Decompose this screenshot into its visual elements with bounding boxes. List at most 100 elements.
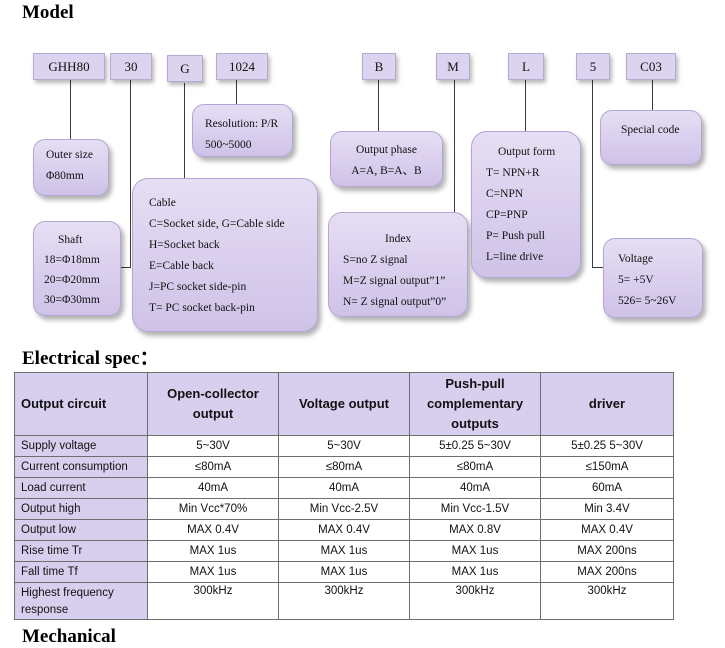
connector-index [454,80,455,212]
connector-resolution [236,80,237,105]
index-option-n: N= Z signal output”0” [343,296,447,308]
table-cell: 300kHz [409,582,541,620]
cable-option-h: H=Socket back [149,239,220,251]
header-voltage-output: Voltage output [278,372,410,436]
table-row: Output low MAX 0.4V MAX 0.4V MAX 0.8V MA… [14,519,674,541]
row-label: Load current [14,477,148,499]
row-label: Output low [14,519,148,541]
resolution-bubble: Resolution: P/R 500~5000 [192,104,293,157]
table-cell: 5±0.25 5~30V [409,435,541,457]
table-cell: MAX 1us [278,540,410,562]
table-cell: 300kHz [540,582,674,620]
code-special: C03 [626,53,676,80]
table-header-row: Output circuit Open-collector output Vol… [14,372,674,436]
code-resolution: 1024 [216,53,268,80]
table-cell: 300kHz [278,582,410,620]
table-cell: MAX 1us [278,561,410,583]
table-cell: 40mA [147,477,279,499]
table-cell: 40mA [409,477,541,499]
table-row: Load current 40mA 40mA 40mA 60mA [14,477,674,499]
resolution-range: 500~5000 [205,139,252,151]
table-cell: 40mA [278,477,410,499]
output-form-option-cp: CP=PNP [486,209,528,221]
output-form-option-l: L=line drive [486,251,544,263]
model-heading: Model [22,2,74,23]
connector-voltage-v [592,80,593,268]
table-row: Supply voltage 5~30V 5~30V 5±0.25 5~30V … [14,435,674,457]
row-label: Fall time Tf [14,561,148,583]
output-form-bubble: Output form T= NPN+R C=NPN CP=PNP P= Pus… [471,131,581,278]
connector-output-form [525,80,526,132]
electrical-spec-heading: Electrical spec： [22,348,159,369]
code-index: M [436,53,470,80]
table-cell: MAX 200ns [540,540,674,562]
cable-option-t: T= PC socket back-pin [149,302,255,314]
connector-special [652,80,653,110]
voltage-bubble: Voltage 5= +5V 526= 5~26V [603,238,703,318]
connector-cable [184,83,185,180]
voltage-option-526: 526= 5~26V [618,295,677,307]
code-voltage: 5 [576,53,610,80]
table-cell: Min 3.4V [540,498,674,520]
connector-voltage-h [592,267,604,268]
outer-size-bubble: Outer size Φ80mm [33,139,109,196]
table-cell: MAX 1us [409,561,541,583]
code-cable: G [167,55,203,82]
mechanical-heading: Mechanical [22,626,116,647]
index-option-s: S=no Z signal [343,254,408,266]
header-output-circuit: Output circuit [14,372,148,436]
table-row: Current consumption ≤80mA ≤80mA ≤80mA ≤1… [14,456,674,478]
row-label: Highest frequency response [14,582,148,620]
table-cell: Min Vcc-1.5V [409,498,541,520]
output-form-title: Output form [498,146,556,158]
table-cell: MAX 200ns [540,561,674,583]
special-code-title: Special code [621,124,680,136]
table-cell: ≤80mA [147,456,279,478]
code-shaft: 30 [110,53,152,80]
row-label: Supply voltage [14,435,148,457]
special-code-bubble: Special code [600,110,702,165]
shaft-title: Shaft [58,234,83,246]
electrical-spec-table: Output circuit Open-collector output Vol… [14,372,674,620]
shaft-option-18: 18=Φ18mm [44,254,100,266]
table-cell: ≤80mA [278,456,410,478]
connector-shaft-v [130,80,131,268]
cable-option-c-g: C=Socket side, G=Cable side [149,218,285,230]
table-cell: MAX 0.4V [278,519,410,541]
table-cell: Min Vcc-2.5V [278,498,410,520]
shaft-option-20: 20=Φ20mm [44,274,100,286]
table-cell: MAX 1us [147,561,279,583]
output-phase-options: A=A, B=A、B [351,165,422,177]
table-row: Fall time Tf MAX 1us MAX 1us MAX 1us MAX… [14,561,674,583]
output-phase-bubble: Output phase A=A, B=A、B [330,131,443,187]
table-row: Output high Min Vcc*70% Min Vcc-2.5V Min… [14,498,674,520]
row-label: Rise time Tr [14,540,148,562]
connector-shaft-h [120,267,131,268]
table-cell: 5~30V [147,435,279,457]
index-bubble: Index S=no Z signal M=Z signal output”1”… [328,212,468,317]
index-title: Index [385,233,412,245]
cable-bubble: Cable C=Socket side, G=Cable side H=Sock… [132,178,318,332]
table-row: Highest frequency response 300kHz 300kHz… [14,582,674,620]
cable-title: Cable [149,197,176,209]
table-cell: MAX 0.4V [147,519,279,541]
table-cell: MAX 0.4V [540,519,674,541]
table-cell: MAX 1us [409,540,541,562]
table-row: Rise time Tr MAX 1us MAX 1us MAX 1us MAX… [14,540,674,562]
output-phase-title: Output phase [355,144,417,156]
row-label: Output high [14,498,148,520]
resolution-title: Resolution: P/R [205,118,279,130]
code-series: GHH80 [33,53,105,80]
connector-phase [378,80,379,132]
code-output-form: L [508,53,544,80]
connector-series [70,80,71,140]
voltage-title: Voltage [618,253,653,265]
code-phase: B [362,53,396,80]
cable-option-j: J=PC socket side-pin [149,281,247,293]
voltage-option-5: 5= +5V [618,274,654,286]
shaft-option-30: 30=Φ30mm [44,294,100,306]
outer-size-value: Φ80mm [46,170,84,182]
header-open-collector: Open-collector output [147,372,279,436]
table-cell: ≤150mA [540,456,674,478]
cable-option-e: E=Cable back [149,260,214,272]
